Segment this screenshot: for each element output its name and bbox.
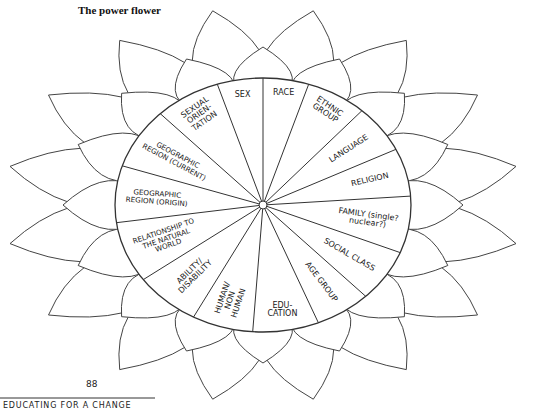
sector-label: EDU- CATION [265, 302, 299, 319]
sector-divider [263, 196, 411, 205]
sector-label: SEX [233, 91, 253, 99]
sector-divider [263, 78, 264, 205]
footer-rule [0, 398, 155, 399]
sector-divider [253, 205, 263, 332]
petal-group [10, 11, 516, 399]
page-number: 88 [86, 379, 97, 389]
flower-center [115, 78, 411, 332]
sector-label: RACE [271, 89, 297, 97]
center-disc [115, 78, 411, 332]
center-dot [259, 201, 267, 209]
sector-divider [217, 84, 263, 205]
sector-divider [263, 84, 309, 205]
sector-divider [263, 111, 362, 205]
book-title-footer: EDUCATING FOR A CHANGE [3, 401, 131, 410]
page-title: The power flower [78, 4, 161, 16]
